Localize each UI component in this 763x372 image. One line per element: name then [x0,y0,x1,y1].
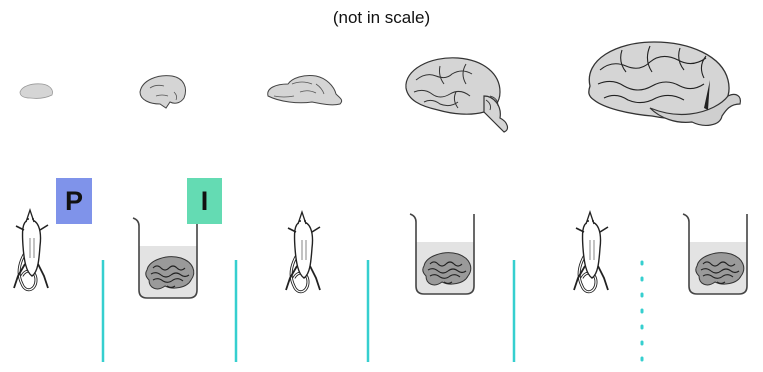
brain-stage-5 [589,42,741,125]
label-i: I [187,178,222,224]
beaker-1 [133,218,197,298]
brain-stage-1 [20,84,53,99]
brain-stage-4 [406,58,508,132]
brain-stage-3 [268,75,342,104]
beaker-2 [410,214,474,294]
label-p-text: P [65,186,83,217]
label-i-text: I [201,186,209,217]
rat-3 [574,212,608,292]
rat-2 [286,212,320,292]
rat-1 [14,210,48,290]
brain-stage-2 [140,76,186,108]
beaker-3 [683,214,747,294]
label-p: P [56,178,92,224]
